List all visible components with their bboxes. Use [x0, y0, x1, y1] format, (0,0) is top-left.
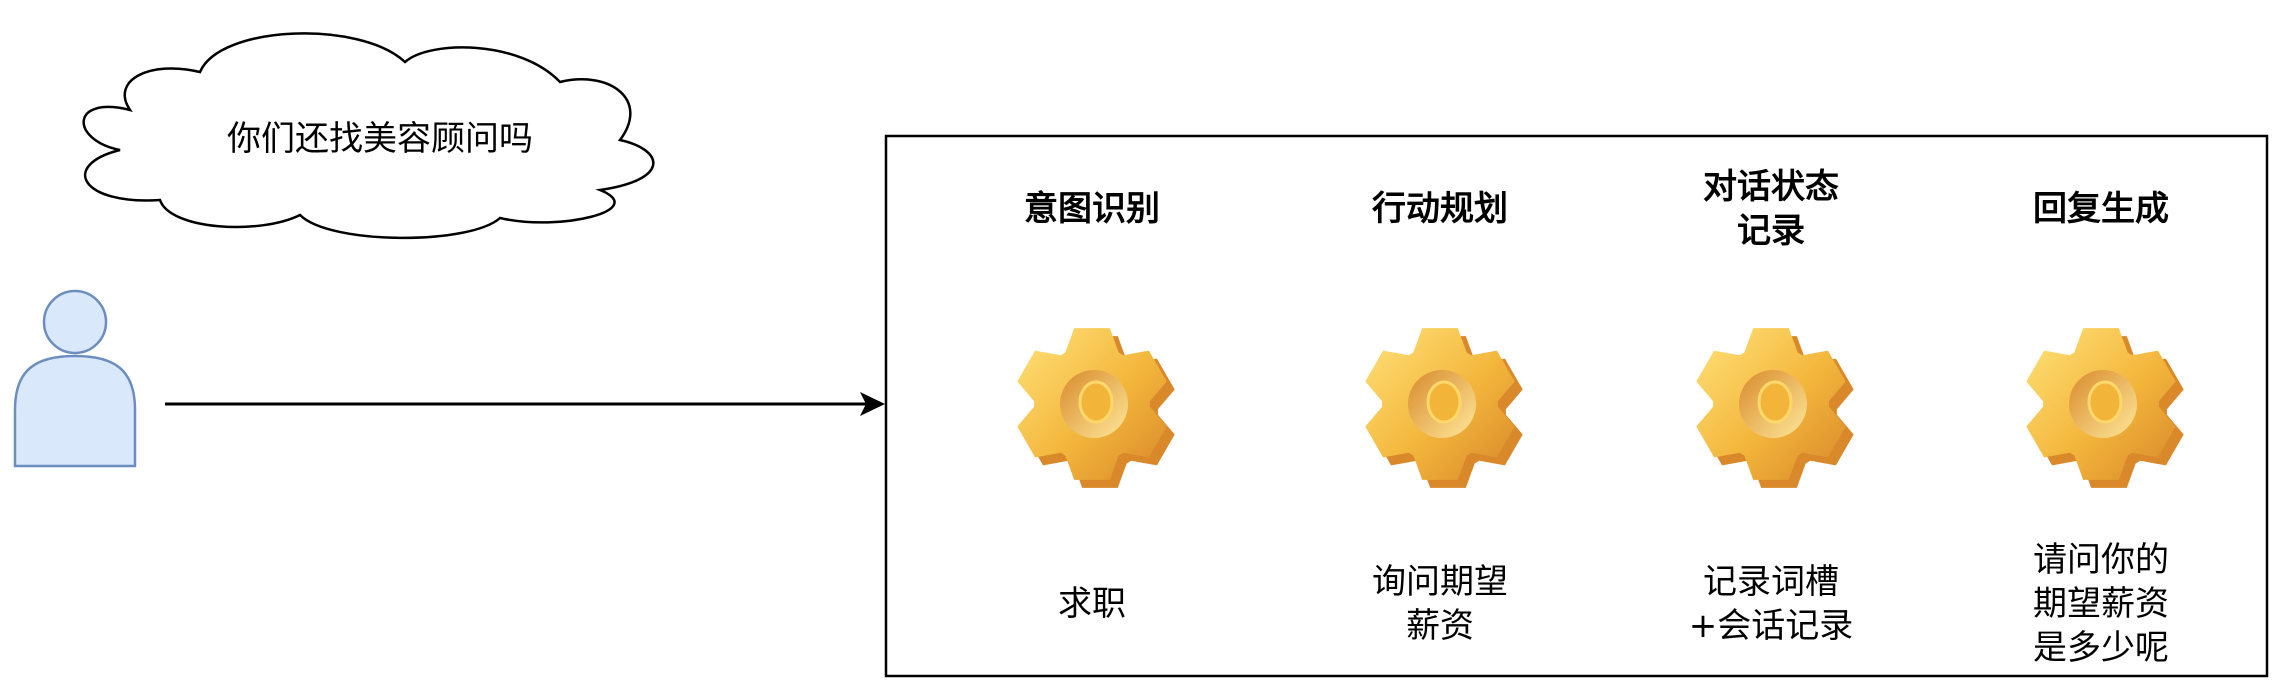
- speech-cloud: [82, 32, 655, 240]
- module-output: 求职: [1058, 584, 1126, 624]
- module-title: 意图识别: [1024, 189, 1160, 229]
- module-title: 回复生成: [2033, 189, 2169, 229]
- flow-arrow: [165, 392, 885, 416]
- user-icon: [13, 289, 137, 468]
- gear-icon: [1017, 328, 1175, 488]
- module-output: 请问你的 期望薪资 是多少呢: [2033, 540, 2169, 668]
- module-title: 对话状态 记录: [1703, 167, 1839, 251]
- gear-icon: [2026, 328, 2184, 488]
- gear-icon: [1696, 328, 1854, 488]
- module-title: 行动规划: [1372, 189, 1508, 229]
- gear-icon: [1365, 328, 1523, 488]
- module-output: 记录词槽 +会话记录: [1688, 562, 1854, 646]
- speech-text: 你们还找美容顾问吗: [227, 118, 533, 159]
- system-box: [884, 134, 2269, 678]
- module-output: 询问期望 薪资: [1372, 562, 1508, 646]
